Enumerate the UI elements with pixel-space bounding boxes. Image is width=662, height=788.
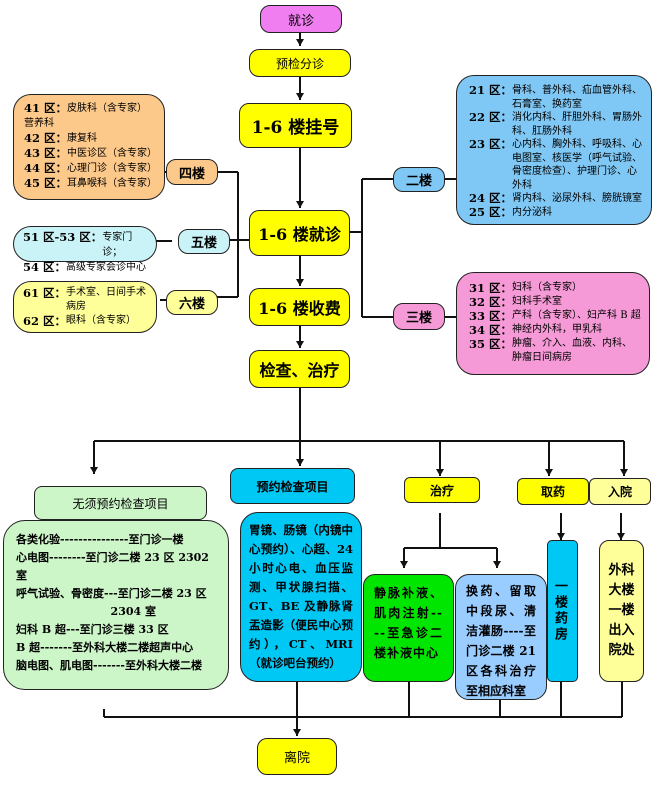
appointment-details: 胃镜、肠镜（内镜中心预约）、心超、24 小时心电、血压监测、甲状腺扫描、GT、B… [240,512,362,682]
pharmacy-box: 一楼药房 [547,540,578,682]
dept-row: 45 区：耳鼻喉科（含专家） [24,176,158,190]
floor-2-label[interactable]: 二楼 [393,167,445,192]
floor-4-label[interactable]: 四楼 [166,159,218,185]
dept-row: 51 区-53 区：专家门诊； [23,230,133,258]
pharmacy-header[interactable]: 取药 [517,478,589,505]
dept-row: 31 区：妇科（含专家） [469,281,583,295]
therapy-header[interactable]: 治疗 [404,477,480,503]
floor-2-departments: 21 区：骨科、普外科、疝血管外科、石膏室、换药室 22 区：消化内科、肝胆外科… [456,75,652,225]
floor-6-departments: 61 区：手术室、日间手术病房 62 区：眼科（含专家） [13,281,157,333]
dept-row: 23 区：心内科、胸外科、呼吸科、心电图室、核医学（呼气试验、骨密度检查）、护理… [469,137,643,191]
admission-box: 外科大楼一楼出入院处 [599,540,644,682]
dressing-box: 换药、留取中段尿、清洁灌肠----至门诊二楼 21 区各科治疗至相应科室 [455,574,547,700]
register-node[interactable]: 1-6 楼挂号 [239,103,352,148]
floor-3-departments: 31 区：妇科（含专家） 32 区：妇科手术室 33 区：产科（含专家）、妇产科… [456,272,650,375]
admission-header[interactable]: 入院 [589,478,651,505]
dept-row: 61 区：手术室、日间手术病房 [23,286,147,312]
payment-node[interactable]: 1-6 楼收费 [249,288,350,326]
exam-line: 2304 室 [110,605,156,618]
exam-line: 呼气试验、骨密度---至门诊二楼 23 区 [16,587,207,600]
floor-6-label[interactable]: 六楼 [166,290,218,315]
dept-row: 35 区：肿瘤、介入、血液、内科、肿瘤日间病房 [469,337,633,363]
dept-row: 54 区：高级专家会诊中心 [23,260,147,274]
floor-3-label[interactable]: 三楼 [393,303,445,330]
no-appointment-list: 各类化验---------------至门诊一楼 心电图--------至门诊二… [3,520,229,690]
start-node[interactable]: 就诊 [260,5,342,33]
floor-4-departments: 41 区：皮肤科（含专家） 营养科 42 区：康复科 43 区：中医诊区（含专家… [13,94,165,200]
discharge-node[interactable]: 离院 [257,738,337,775]
dept-row: 21 区：骨科、普外科、疝血管外科、石膏室、换药室 [469,83,643,110]
exam-treatment-node[interactable]: 检查、治疗 [249,350,350,388]
dept-row: 34 区：神经内外科，甲乳科 [469,323,603,337]
appointment-header[interactable]: 预约检查项目 [230,468,355,504]
floor-5-departments: 51 区-53 区：专家门诊； 54 区：高级专家会诊中心 [13,226,157,274]
exam-line: 心电图--------至门诊二楼 23 区 2302 室 [16,551,209,582]
consult-node[interactable]: 1-6 楼就诊 [249,210,350,256]
dept-row: 43 区：中医诊区（含专家） [24,146,158,160]
dept-row: 24 区：肾内科、泌尿外科、膀胱镜室 [469,191,643,205]
dept-row: 32 区：妇科手术室 [469,295,563,309]
dept-row: 42 区：康复科 [24,131,98,145]
exam-line: 各类化验---------------至门诊一楼 [16,533,184,546]
exam-line: 脑电图、肌电图-------至外科大楼二楼 [16,659,202,672]
no-appointment-header[interactable]: 无须预约检查项目 [34,486,207,520]
exam-line: 妇科 B 超---至门诊三楼 33 区 [16,623,169,636]
dept-row: 41 区：皮肤科（含专家） [24,101,148,115]
exam-line: B 超-------至外科大楼二楼超声中心 [16,641,194,654]
dept-row: 44 区：心理门诊（含专家） [24,161,158,175]
infusion-box: 静脉补液、肌肉注射----至急诊二楼补液中心 [363,574,454,682]
floor-5-label[interactable]: 五楼 [178,229,230,254]
dept-row: 22 区：消化内科、肝胆外科、胃肠外科、肛肠外科 [469,110,643,137]
dept-row: 33 区：产科（含专家）、妇产科 B 超 [469,309,641,323]
dept-row: 营养科 [24,118,54,129]
triage-node[interactable]: 预检分诊 [249,49,351,77]
dept-row: 25 区：内分泌科 [469,204,553,219]
dept-row: 62 区：眼科（含专家） [23,314,137,328]
